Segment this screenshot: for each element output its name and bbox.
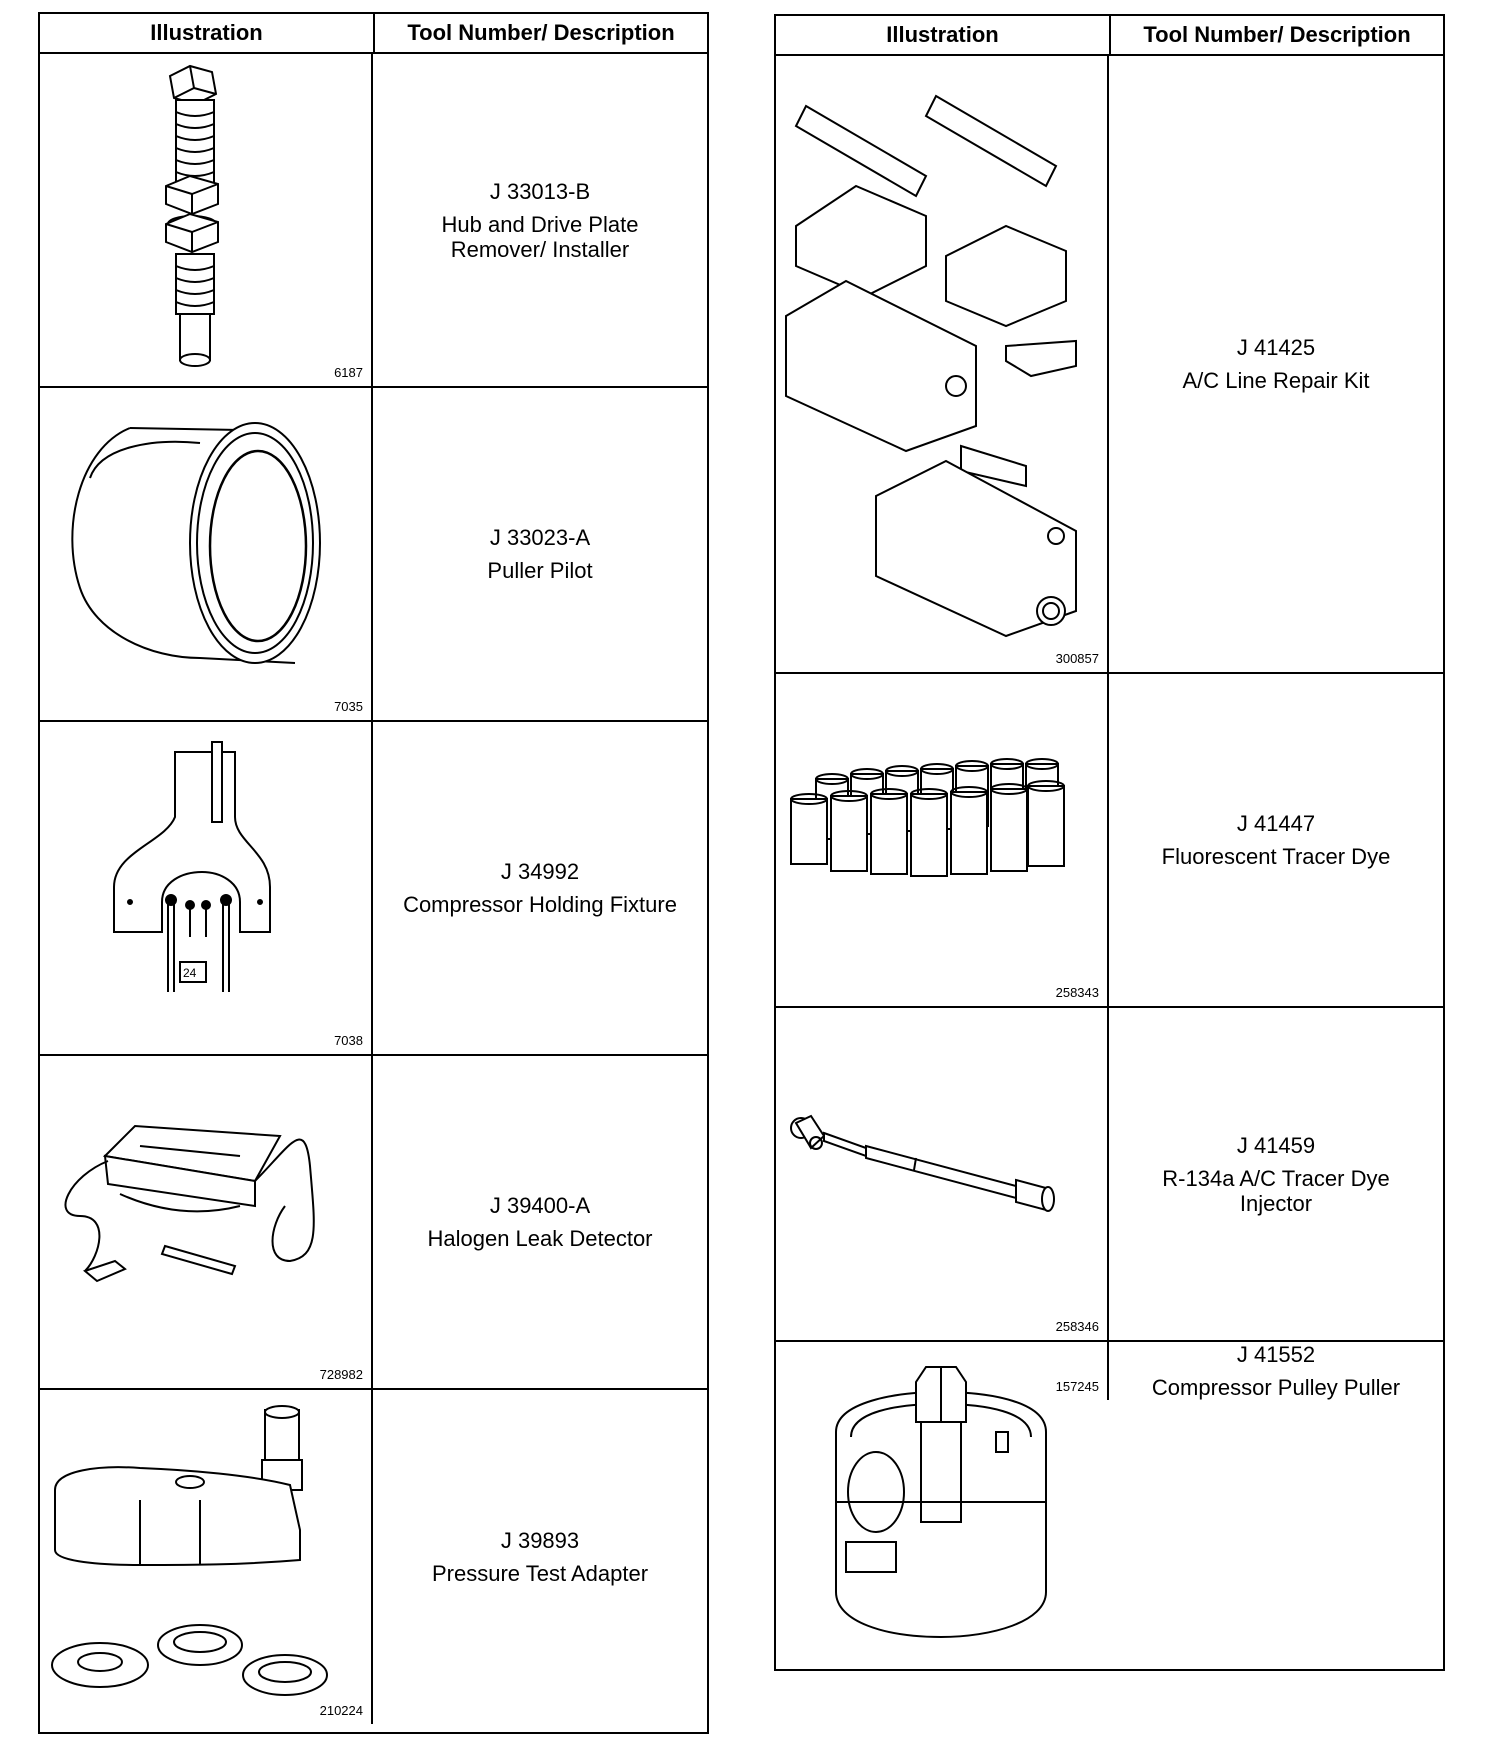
table-row: 728982 J 39400-A Halogen Leak Detector: [40, 1056, 707, 1390]
header-illustration: Illustration: [40, 14, 375, 52]
illustration-cell: 258346: [776, 1008, 1109, 1340]
tool-description-line2: Remover/ Installer: [450, 236, 630, 262]
figure-number: 300857: [1055, 651, 1099, 666]
tool-number: J 33013-B: [489, 178, 591, 204]
table-row: 6187 J 33013-B Hub and Drive Plate Remov…: [40, 54, 707, 388]
tool-number: J 41459: [1236, 1132, 1316, 1158]
tool-number: J 39400-A: [489, 1193, 591, 1218]
tool-description: Compressor Pulley Puller: [1151, 1375, 1401, 1400]
figure-number: 258346: [1055, 1319, 1099, 1334]
header-illustration: Illustration: [776, 16, 1111, 54]
dye-bottles-icon: [790, 758, 1065, 877]
hub-drive-plate-tool-icon: [165, 64, 219, 367]
tool-number: J 41447: [1236, 811, 1316, 836]
tools-table-left: Illustration Tool Number/ Description 61…: [38, 12, 709, 1734]
tool-description: Compressor Holding Fixture: [403, 892, 677, 917]
holding-fixture-icon: [113, 741, 271, 992]
table-row: 300857 J 41425 A/C Line Repair Kit: [776, 56, 1443, 674]
table-row: 157245 J 41552 Compressor Pulley Puller: [776, 1342, 1443, 1639]
table-row: 24 7038 J 34992 Compressor Holding Fixtu…: [40, 722, 707, 1056]
table-row: 258343 J 41447 Fluorescent Tracer Dye: [776, 674, 1443, 1008]
fixture-label: 24: [183, 966, 197, 980]
line-repair-kit-icon: [785, 94, 1077, 638]
tool-description-cell: J 41425 A/C Line Repair Kit: [1109, 56, 1443, 672]
table-header: Illustration Tool Number/ Description: [776, 16, 1443, 56]
tool-description: A/C Line Repair Kit: [1182, 368, 1370, 393]
tool-description: Hub and Drive Plate: [441, 211, 639, 237]
tool-description: Pressure Test Adapter: [431, 1561, 649, 1586]
illustration-cell: 157245: [776, 1342, 1109, 1639]
illustration-cell: 6187: [40, 54, 373, 386]
tool-description: Fluorescent Tracer Dye: [1161, 844, 1391, 869]
figure-number: 6187: [334, 365, 363, 380]
tool-description-cell: J 33023-A Puller Pilot: [373, 388, 707, 720]
figure-number: 728982: [319, 1367, 363, 1382]
tool-number: J 33023-A: [489, 525, 591, 550]
table-header: Illustration Tool Number/ Description: [40, 14, 707, 54]
figure-number: 7038: [334, 1033, 363, 1048]
tool-description-cell: J 39893 Pressure Test Adapter: [373, 1390, 707, 1724]
tool-description-cell: J 39400-A Halogen Leak Detector: [373, 1056, 707, 1388]
table-row: 210224 J 39893 Pressure Test Adapter: [40, 1390, 707, 1724]
illustration-cell: 728982: [40, 1056, 373, 1388]
tool-number: J 41425: [1236, 335, 1316, 360]
tool-description-cell: J 33013-B Hub and Drive Plate Remover/ I…: [373, 54, 707, 386]
illustration-cell: 300857: [776, 56, 1109, 672]
pressure-adapter-icon: [51, 1405, 328, 1696]
figure-number: 258343: [1055, 985, 1099, 1000]
dye-injector-icon: [790, 1114, 1055, 1212]
tool-description-line2: Injector: [1239, 1190, 1313, 1216]
leak-detector-icon: [64, 1124, 315, 1283]
tool-description-cell: J 34992 Compressor Holding Fixture: [373, 722, 707, 1054]
tool-number: J 34992: [500, 859, 580, 884]
puller-pilot-icon: [71, 422, 321, 664]
tool-description-cell: J 41447 Fluorescent Tracer Dye: [1109, 674, 1443, 1006]
tool-description: Halogen Leak Detector: [427, 1226, 653, 1251]
header-tool-description: Tool Number/ Description: [407, 20, 675, 45]
tool-description-cell: J 41459 R-134a A/C Tracer Dye Injector: [1109, 1008, 1443, 1340]
tool-number: J 39893: [500, 1528, 580, 1553]
illustration-cell: 24 7038: [40, 722, 373, 1054]
table-row: 7035 J 33023-A Puller Pilot: [40, 388, 707, 722]
table-row: 258346 J 41459 R-134a A/C Tracer Dye Inj…: [776, 1008, 1443, 1342]
tool-description-cell: J 41552 Compressor Pulley Puller: [1109, 1342, 1443, 1400]
figure-number: 157245: [1055, 1379, 1099, 1394]
illustration-cell: 7035: [40, 388, 373, 720]
pulley-puller-icon: [835, 1366, 1047, 1639]
tool-number: J 41552: [1236, 1342, 1316, 1367]
tool-description: R-134a A/C Tracer Dye: [1162, 1165, 1390, 1191]
tools-table-right: Illustration Tool Number/ Description 30…: [774, 14, 1445, 1671]
tool-description: Puller Pilot: [487, 558, 593, 583]
illustration-cell: 258343: [776, 674, 1109, 1006]
figure-number: 7035: [334, 699, 363, 714]
illustration-cell: 210224: [40, 1390, 373, 1724]
figure-number: 210224: [319, 1703, 363, 1718]
header-tool-description: Tool Number/ Description: [1143, 22, 1411, 47]
